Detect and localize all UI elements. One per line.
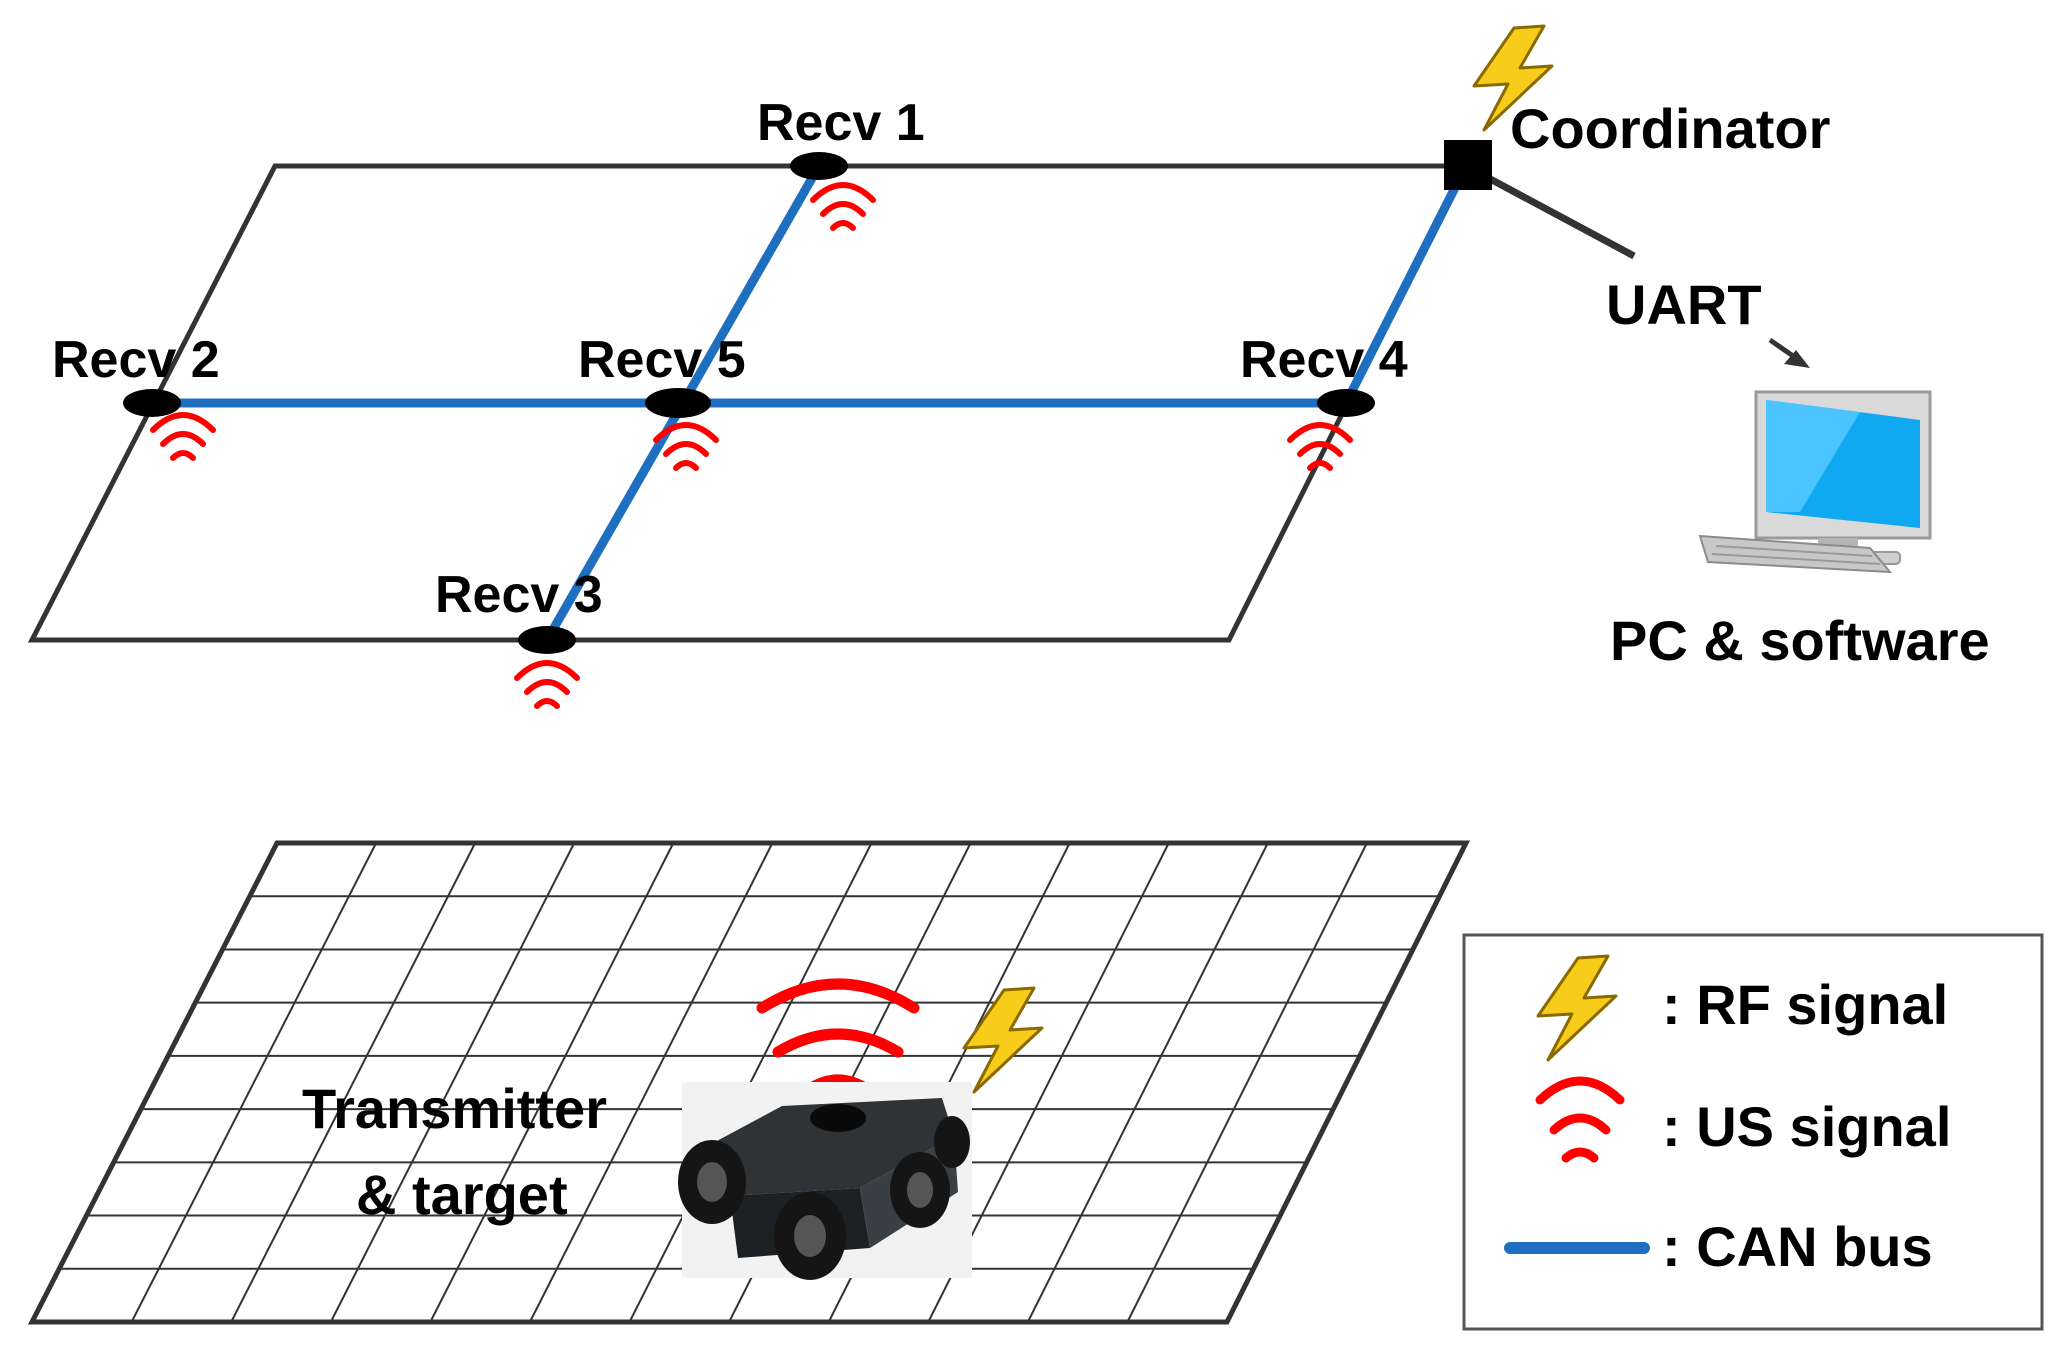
grid-line-vertical	[329, 842, 576, 1323]
recv4-node	[1317, 389, 1375, 417]
recv3-label: Recv 3	[435, 566, 603, 624]
recv1-us-signal-icon	[813, 185, 873, 228]
recv2-us-signal-icon	[153, 415, 213, 458]
transmitter-us-signal-icon	[756, 978, 920, 1096]
recv3-node	[518, 626, 576, 654]
grid-line-vertical	[130, 842, 377, 1323]
recv1-label: Recv 1	[757, 94, 925, 152]
legend-can-label: : CAN bus	[1662, 1215, 1933, 1278]
recv5-node	[645, 388, 711, 418]
uart-cable	[1464, 162, 1636, 260]
legend: : RF signal : US signal : CAN bus	[1462, 933, 2044, 1331]
transmitter-label-line1: Transmitter	[302, 1077, 607, 1140]
uart-arrow-icon	[1768, 337, 1810, 368]
legend-us-label: : US signal	[1662, 1095, 1951, 1158]
recv4-label: Recv 4	[1240, 331, 1408, 389]
recv5-label: Recv 5	[578, 331, 746, 389]
grid-line-vertical	[529, 842, 774, 1323]
grid-line-vertical	[429, 842, 675, 1323]
pc-icon	[1698, 390, 1932, 574]
recv4-us-signal-icon	[1290, 425, 1350, 468]
recv2-node	[123, 389, 181, 417]
grid-line-vertical	[1026, 842, 1269, 1323]
coordinator-label: Coordinator	[1510, 97, 1830, 160]
uart-label: UART	[1606, 273, 1762, 336]
recv5-us-signal-icon	[656, 425, 716, 468]
legend-rf-label: : RF signal	[1662, 973, 1948, 1036]
robot-car-icon	[678, 1082, 972, 1280]
grid-line-vertical	[230, 842, 477, 1323]
coordinator-node	[1444, 140, 1492, 190]
legend-us-icon	[1535, 1076, 1625, 1163]
legend-rf-icon	[1536, 954, 1618, 1062]
grid-line-vertical	[1126, 842, 1368, 1323]
recv1-node	[790, 152, 848, 180]
can-bus-lines	[147, 161, 1471, 645]
pc-label: PC & software	[1610, 609, 1990, 672]
transmitter-label-line2: & target	[356, 1163, 568, 1226]
receiver-plane	[27, 163, 1471, 643]
recv2-label: Recv 2	[52, 331, 220, 389]
recv3-us-signal-icon	[517, 663, 577, 706]
